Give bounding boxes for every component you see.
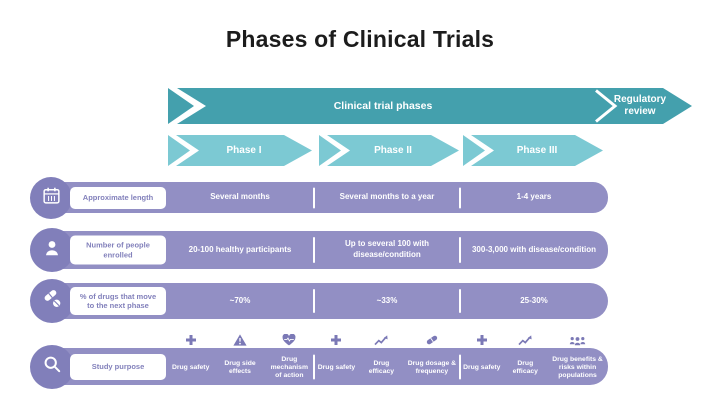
purpose-item: Drug dosage & frequency <box>404 326 460 385</box>
heart-pulse-icon <box>282 326 296 351</box>
row-icon-circle <box>30 344 74 389</box>
magnifier-icon <box>42 354 63 380</box>
phase-2-label: Phase II <box>374 145 412 156</box>
banner-arrow-shape <box>168 88 692 124</box>
column-divider <box>459 237 461 263</box>
purpose-item: Drug side effects <box>215 326 264 385</box>
plus-icon <box>185 326 197 351</box>
purpose-item: Drug safety <box>166 326 215 385</box>
phase-3-arrow-shape <box>463 135 603 166</box>
phase-3-arrow: Phase III <box>463 135 603 166</box>
row-label-pill: Study purpose <box>70 353 166 380</box>
cell-phase1: Several months <box>210 192 270 202</box>
purpose-item: Drug mechanism of action <box>265 326 314 385</box>
purpose-label: Drug mechanism of action <box>270 355 309 380</box>
people-icon <box>569 326 586 351</box>
plus-icon <box>476 326 488 351</box>
phase-3-label: Phase III <box>516 145 558 156</box>
person-icon <box>41 237 63 264</box>
row-people-enrolled: Number of people enrolled 20-100 healthy… <box>0 228 720 272</box>
purpose-group-phase1: Drug safety Drug side effects Drug mecha… <box>166 326 314 385</box>
purpose-label: Drug safety <box>317 363 356 371</box>
phase-1-arrow-shape <box>168 135 312 166</box>
cell-phase3: 1-4 years <box>516 192 552 202</box>
study-purpose-items: Drug safety Drug side effects Drug mecha… <box>166 326 608 385</box>
row-label-pill: Number of people enrolled <box>70 235 166 265</box>
purpose-item: Drug benefits & risks within populations <box>547 326 608 385</box>
column-divider <box>313 237 315 263</box>
row-icon-circle <box>30 279 74 323</box>
purpose-label: Drug safety <box>463 363 501 371</box>
purpose-item: Drug efficacy <box>359 326 404 385</box>
phase-1-label: Phase I <box>226 145 262 156</box>
purpose-item: Drug safety <box>460 326 504 385</box>
capsule-icon <box>425 326 439 351</box>
cell-phase2: Several months to a year <box>339 192 435 202</box>
column-divider <box>459 289 461 313</box>
cell-phase3: 300-3,000 with disease/condition <box>471 244 597 254</box>
purpose-item: Drug safety <box>314 326 359 385</box>
trend-icon <box>518 326 532 351</box>
warning-icon <box>233 326 247 351</box>
purpose-label: Drug dosage & frequency <box>407 359 457 376</box>
row-drugs-that-move-on: % of drugs that move to the next phase ~… <box>0 279 720 323</box>
cell-phase3: 25-30% <box>520 295 548 305</box>
row-approximate-length: Approximate length Several months Severa… <box>0 176 720 219</box>
purpose-label: Drug safety <box>171 363 210 371</box>
row-icon-circle <box>30 176 72 219</box>
cell-phase1: 20-100 healthy participants <box>188 244 292 254</box>
regulatory-review-label: Regulatory review <box>613 93 667 118</box>
pills-icon <box>41 287 64 315</box>
trend-icon <box>374 326 388 351</box>
clinical-trial-phases-banner: Clinical trial phases Regulatory review <box>168 88 692 124</box>
plus-icon <box>330 326 342 351</box>
purpose-group-phase3: Drug safety Drug efficacy Drug benefits … <box>460 326 608 385</box>
purpose-group-phase2: Drug safety Drug efficacy Drug dosage & … <box>314 326 460 385</box>
column-divider <box>459 187 461 208</box>
column-divider <box>313 289 315 313</box>
row-icon-circle <box>30 228 74 272</box>
purpose-item: Drug efficacy <box>504 326 548 385</box>
purpose-label: Drug side effects <box>224 359 256 376</box>
row-label-pill: Approximate length <box>70 186 166 209</box>
purpose-label: Drug efficacy <box>512 359 538 376</box>
row-label-pill: % of drugs that move to the next phase <box>70 287 166 315</box>
row-study-purpose: Study purpose <box>0 344 720 389</box>
phase-2-arrow: Phase II <box>319 135 459 166</box>
cell-phase2: ~33% <box>376 295 398 305</box>
purpose-label: Drug efficacy <box>368 359 395 376</box>
phase-2-arrow-shape <box>319 135 459 166</box>
column-divider <box>313 187 315 208</box>
column-divider <box>313 354 315 379</box>
cell-phase1: ~70% <box>229 295 251 305</box>
calendar-icon <box>41 185 62 211</box>
banner-label: Clinical trial phases <box>333 100 433 112</box>
column-divider <box>459 354 461 379</box>
purpose-label: Drug benefits & risks within populations <box>552 355 603 380</box>
cell-phase2: Up to several 100 with disease/condition <box>344 239 430 259</box>
phase-1-arrow: Phase I <box>168 135 312 166</box>
page-title: Phases of Clinical Trials <box>225 26 495 52</box>
